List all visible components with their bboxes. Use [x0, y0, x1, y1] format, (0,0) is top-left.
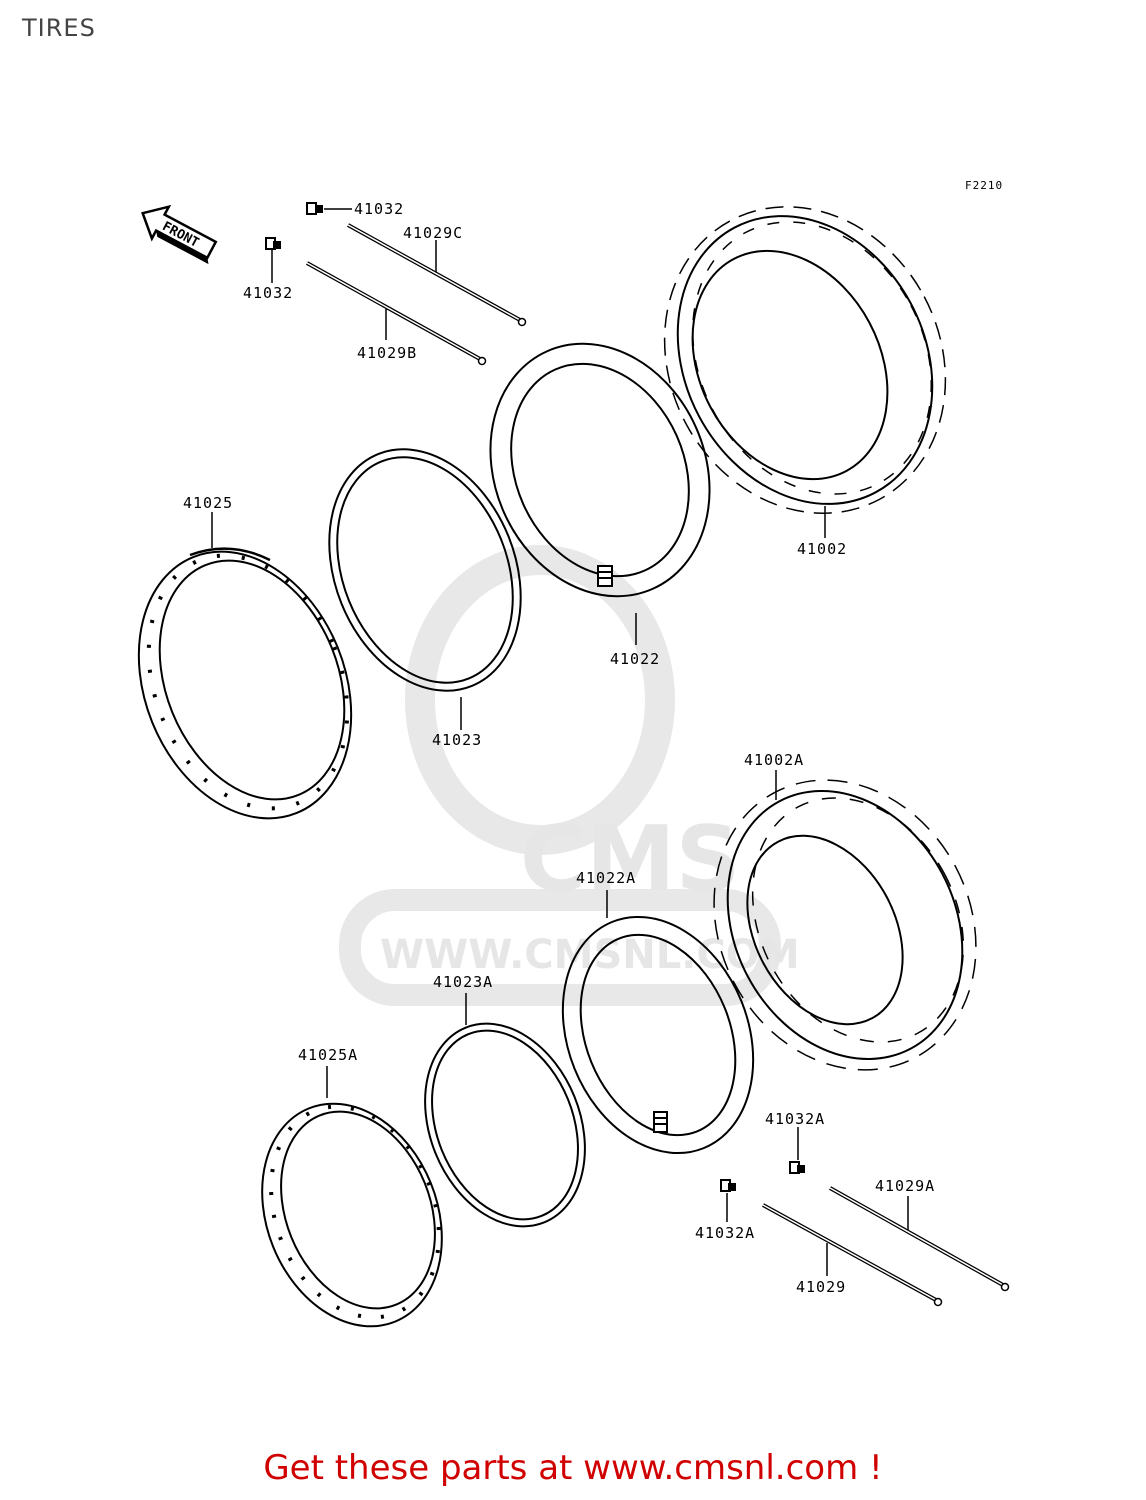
callout-41023A: 41023A [433, 973, 493, 991]
front-tube-41022 [489, 342, 711, 645]
callout-41029B: 41029B [357, 344, 417, 362]
callout-41022: 41022 [610, 650, 660, 668]
callout-41002: 41002 [797, 540, 847, 558]
callout-41029C: 41029C [403, 224, 463, 242]
front-rim-41025 [137, 512, 353, 820]
valve-core-rear-left [720, 1179, 736, 1222]
rim-strip-41029 [762, 1203, 943, 1307]
valve-core-left [265, 237, 281, 283]
rear-tube-41022A [561, 890, 755, 1155]
callout-41022A: 41022A [576, 869, 636, 887]
callout-41023: 41023 [432, 731, 482, 749]
callout-41025: 41025 [183, 494, 233, 512]
valve-core-top [306, 202, 352, 215]
watermark-url: WWW.CMSNL.COM [380, 932, 800, 978]
rear-tire-41002A [713, 770, 977, 1071]
callout-41025A: 41025A [298, 1046, 358, 1064]
callout-41032-top: 41032 [354, 200, 404, 218]
valve-core-rear-right [789, 1127, 805, 1174]
rim-strip-41029B [306, 261, 487, 366]
rear-rim-band-41023A [424, 993, 586, 1228]
callout-41032A-left: 41032A [695, 1224, 755, 1242]
page-title: TIRES [22, 14, 96, 42]
front-tire-41002 [663, 206, 947, 538]
callout-41029A: 41029A [875, 1177, 935, 1195]
callout-41002A: 41002A [744, 751, 804, 769]
figure-code: F2210 [965, 179, 1003, 192]
callout-41029: 41029 [796, 1278, 846, 1296]
front-rim-band-41023 [328, 448, 522, 730]
rim-strip-41029A [829, 1186, 1010, 1292]
footer-link[interactable]: Get these parts at www.cmsnl.com ! [263, 1448, 883, 1488]
callout-41032-left: 41032 [243, 284, 293, 302]
watermark-brand: CMS [520, 807, 740, 912]
callout-41032A-right: 41032A [765, 1110, 825, 1128]
front-arrow: FRONT [141, 204, 218, 265]
rim-strip-41029C [347, 223, 527, 327]
cms-watermark: CMS WWW.CMSNL.COM [339, 545, 800, 1006]
rear-rim-41025A [261, 1066, 443, 1328]
